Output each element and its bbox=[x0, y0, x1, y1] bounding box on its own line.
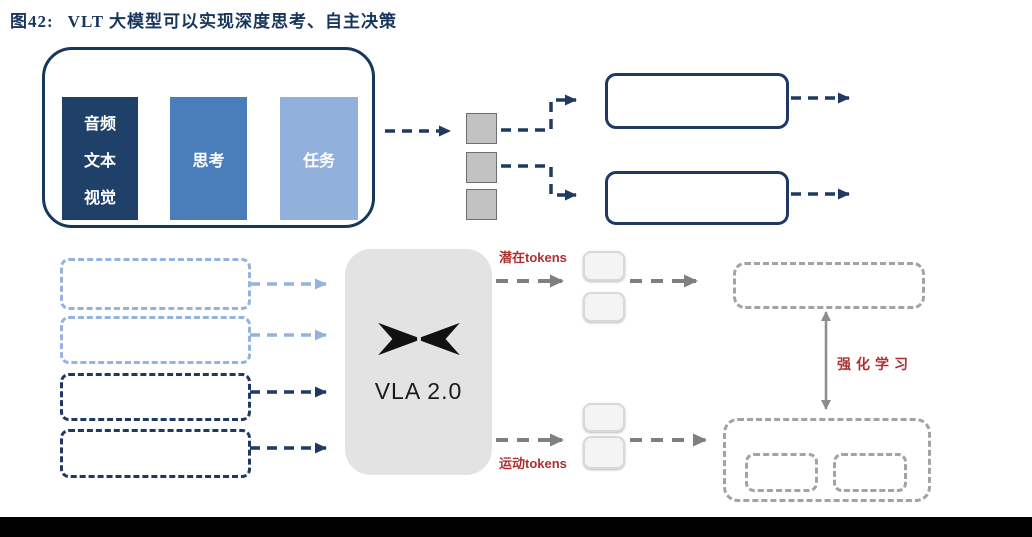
figure-title: 图42: VLT 大模型可以实现深度思考、自主决策 bbox=[10, 7, 397, 32]
motion-token-chip-2 bbox=[583, 436, 625, 469]
latent-target-box bbox=[733, 262, 925, 309]
latent-token-chip-2 bbox=[583, 292, 625, 322]
context-input-box-2 bbox=[60, 316, 251, 364]
modality-text-label: 文本 bbox=[83, 152, 116, 170]
arrow-stack-to-output-bottom bbox=[501, 164, 577, 201]
context-input-box-1 bbox=[60, 258, 251, 310]
token-stack-cell-2 bbox=[466, 152, 497, 183]
xpeng-x-logo-icon bbox=[377, 322, 460, 355]
latent-token-chip-1 bbox=[583, 251, 625, 281]
bottom-bar bbox=[0, 517, 1032, 537]
modality-box: 音频 文本 视觉 bbox=[62, 97, 138, 220]
reinforcement-learning-label: 强化学习 bbox=[837, 356, 913, 372]
multimodal-input-panel bbox=[42, 47, 375, 228]
context-input-box-3 bbox=[60, 373, 251, 421]
action-group-box bbox=[723, 418, 931, 502]
token-stack-cell-3 bbox=[466, 189, 497, 220]
task-box: 任务 bbox=[280, 97, 358, 220]
latent-tokens-label: 潜在tokens bbox=[499, 250, 567, 265]
task-label: 任务 bbox=[302, 152, 335, 170]
arrow-stack-to-output-top bbox=[501, 94, 577, 132]
figure-title-text: VLT 大模型可以实现深度思考、自主决策 bbox=[67, 12, 398, 31]
modality-vision-label: 视觉 bbox=[83, 189, 116, 207]
context-input-box-4 bbox=[60, 429, 251, 478]
motion-tokens-label: 运动tokens bbox=[499, 456, 567, 471]
action-sub-box-1 bbox=[745, 453, 818, 492]
modality-audio-label: 音频 bbox=[83, 115, 116, 133]
figure-number: 图42: bbox=[10, 12, 54, 31]
action-sub-box-2 bbox=[833, 453, 907, 492]
token-stack-cell-1 bbox=[466, 113, 497, 144]
think-box: 思考 bbox=[170, 97, 247, 220]
output-box-top bbox=[605, 73, 789, 129]
think-label: 思考 bbox=[192, 152, 225, 170]
output-box-bottom bbox=[605, 171, 789, 225]
vla-model-box: VLA 2.0 bbox=[345, 249, 492, 475]
vla-model-label: VLA 2.0 bbox=[374, 377, 463, 404]
motion-token-chip-1 bbox=[583, 403, 625, 432]
